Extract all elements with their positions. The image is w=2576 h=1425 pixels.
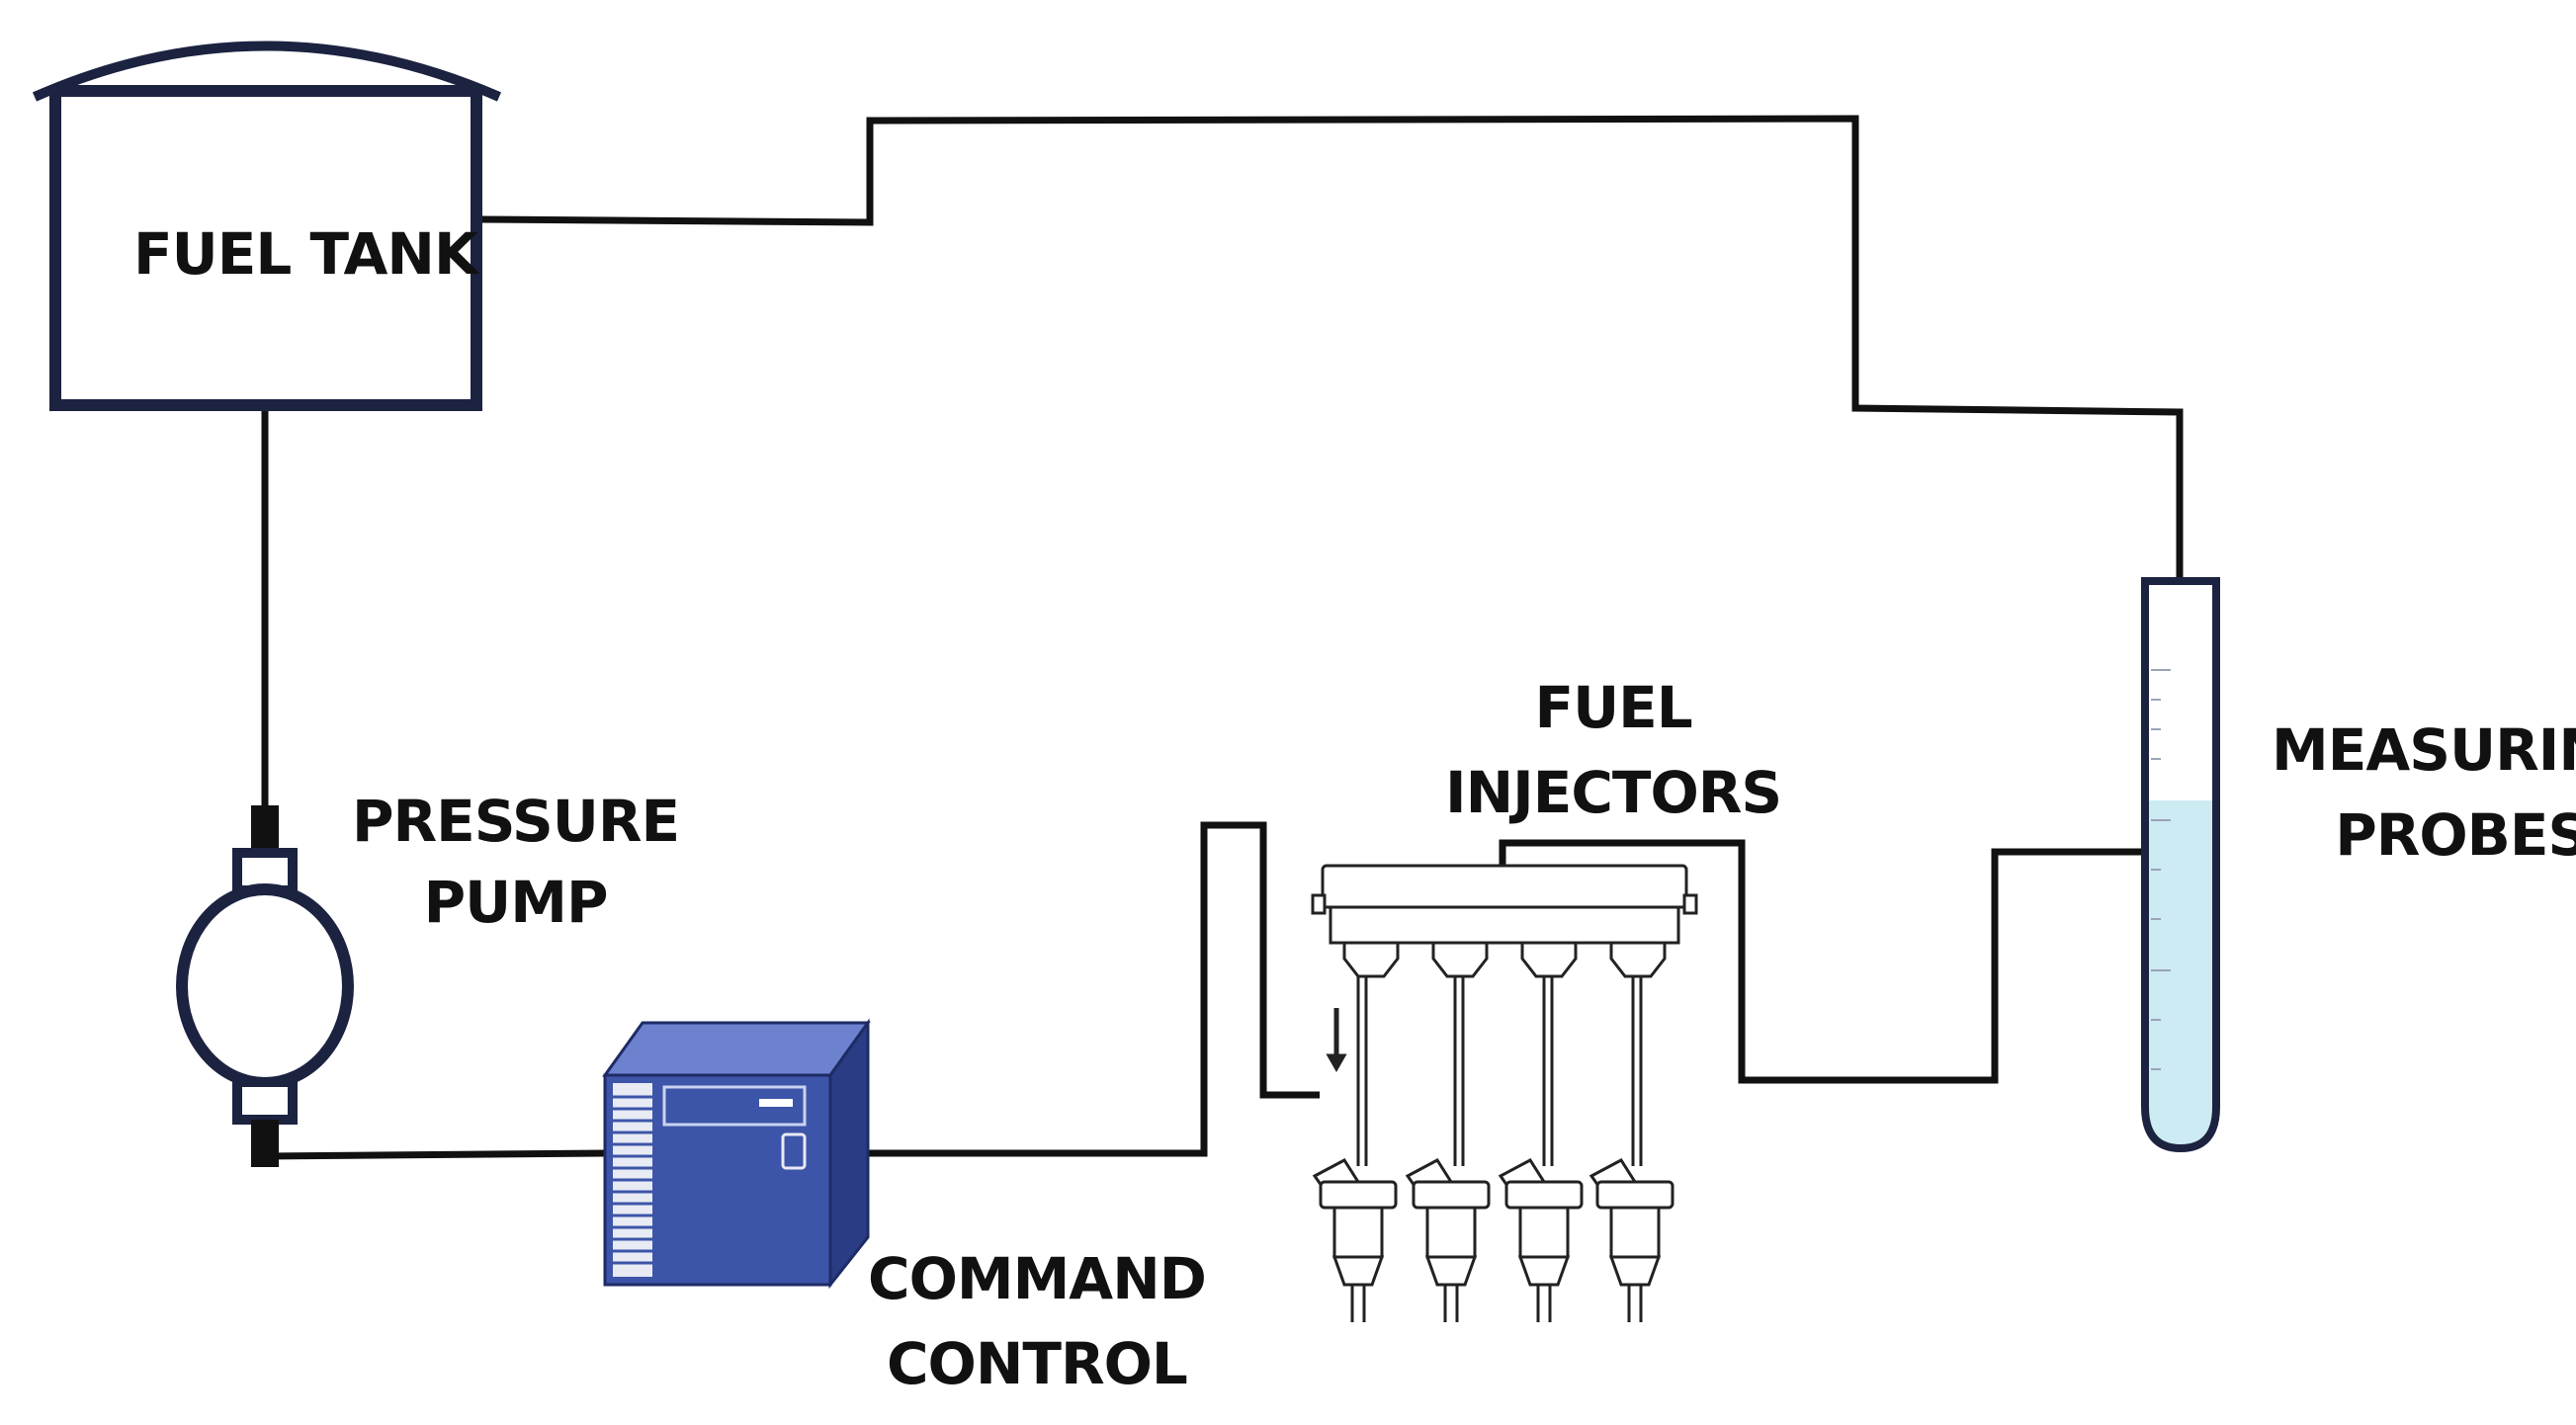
fuel-tank-label: FUEL TANK (133, 220, 478, 288)
pipe-tank-to-probe (478, 115, 2184, 583)
fuel-injectors-label-line-2: INJECTORS (1445, 759, 1782, 826)
controller-button (781, 1132, 807, 1170)
probe-liquid (2147, 800, 2214, 1144)
connection-lines (261, 115, 2184, 1160)
fuel-tank-lid (32, 41, 501, 102)
command-control-unit (602, 1018, 871, 1290)
fuel-injectors-label: FUEL INJECTORS (1445, 674, 1782, 826)
fuel-injector-assembly (1311, 864, 1698, 1322)
pipe-pump-to-controller (264, 1149, 606, 1160)
pressure-pump-label-line-1: PRESSURE (352, 788, 680, 855)
measuring-probe (2141, 577, 2220, 1153)
controller-display-slot (759, 1099, 793, 1107)
controller-vent-slots (613, 1095, 652, 1265)
pressure-pump-label-line-2: PUMP (423, 869, 609, 936)
rail-ports (1342, 941, 1667, 978)
fuel-rail (1321, 864, 1688, 909)
command-control-label: COMMAND CONTROL (868, 1245, 1207, 1397)
signal-controller-to-injectors (868, 821, 1320, 1157)
fuel-tank (32, 41, 501, 411)
flow-arrow-head (1326, 1053, 1347, 1073)
measuring-probes-label-line-2: PROBES (2335, 801, 2576, 869)
probe-tube (2141, 577, 2220, 1153)
controller-top-face (602, 1021, 871, 1077)
pipe-rail-to-probe (1499, 839, 2145, 1084)
fuel-rail-lower (1329, 905, 1680, 945)
fuel-injectors-label-line-1: FUEL (1534, 674, 1692, 741)
pump-bottom-collar (232, 1077, 298, 1125)
pump-bottom-stem (251, 1120, 279, 1167)
injector-1 (1312, 1158, 1398, 1322)
pump-body (176, 883, 354, 1089)
injector-3 (1498, 1158, 1584, 1322)
injector-connector-lines (1356, 976, 1643, 1166)
probe-scale-marks (2151, 669, 2171, 1070)
fuel-rail-end-left (1311, 893, 1327, 915)
measuring-probes-label: MEASURING PROBES (2272, 721, 2576, 864)
pressure-pump (176, 805, 354, 1167)
measuring-probes-label-line-1: MEASURING (2272, 716, 2576, 784)
pressure-pump-label: PRESSURE PUMP (352, 788, 680, 936)
fuel-tank-body (49, 85, 482, 411)
injector-4 (1589, 1158, 1674, 1322)
injector-2 (1405, 1158, 1491, 1322)
pump-top-stem (251, 805, 279, 853)
command-control-label-line-2: CONTROL (886, 1330, 1188, 1397)
fuel-rail-end-right (1682, 893, 1698, 915)
command-control-label-line-1: COMMAND (868, 1245, 1207, 1312)
